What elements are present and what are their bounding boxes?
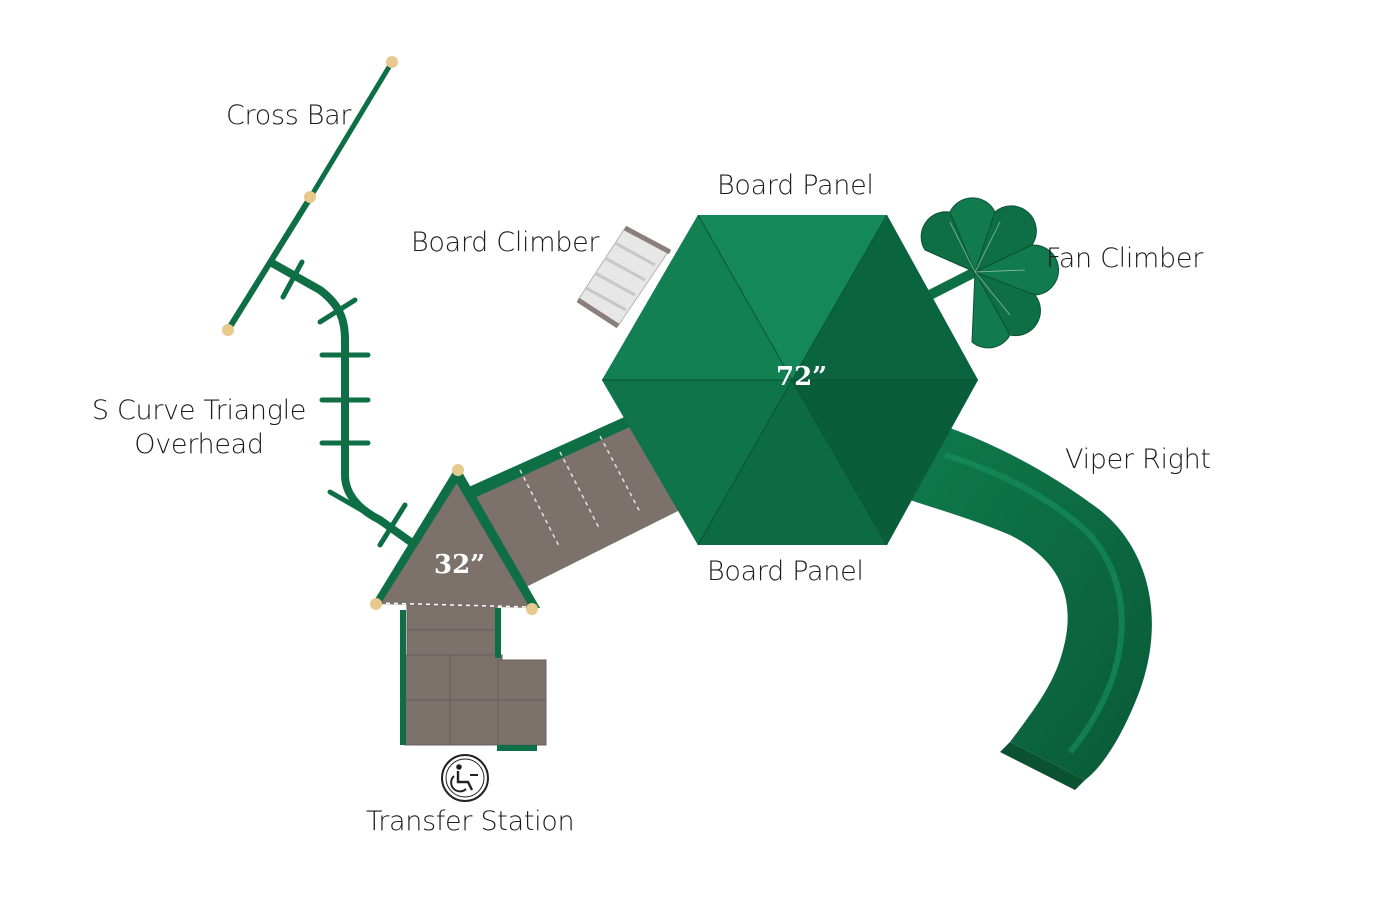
board-climber	[576, 225, 672, 329]
connecting-ramp	[462, 410, 690, 590]
finial-ball	[304, 191, 316, 203]
cross-bar	[222, 56, 398, 336]
label-s-curve-overhead: S Curve Triangle Overhead	[79, 394, 319, 462]
hex-roof	[602, 214, 978, 546]
label-s-curve-line2: Overhead	[134, 429, 264, 460]
finial-ball	[526, 603, 538, 615]
label-fan-climber: Fan Climber	[1046, 243, 1203, 274]
hex-deck-height: 72”	[776, 362, 828, 392]
wheelchair-accessible-icon	[441, 754, 489, 802]
label-s-curve-line1: S Curve Triangle	[91, 395, 307, 426]
triangle-deck-height: 32”	[434, 550, 486, 580]
finial-ball	[222, 324, 234, 336]
fan-climber	[917, 197, 1060, 349]
finial-ball	[370, 598, 382, 610]
label-board-panel-bottom: Board Panel	[707, 556, 864, 587]
label-viper-right: Viper Right	[1065, 444, 1211, 475]
s-curve-overhead	[270, 259, 418, 549]
viper-slide	[910, 428, 1152, 790]
transfer-station-platform	[400, 604, 547, 751]
label-cross-bar: Cross Bar	[226, 100, 352, 131]
triangle-deck	[370, 464, 540, 615]
label-board-panel-top: Board Panel	[717, 170, 874, 201]
label-board-climber: Board Climber	[411, 227, 600, 258]
finial-ball	[386, 56, 398, 68]
finial-ball	[452, 464, 464, 476]
label-transfer-station: Transfer Station	[366, 806, 575, 837]
